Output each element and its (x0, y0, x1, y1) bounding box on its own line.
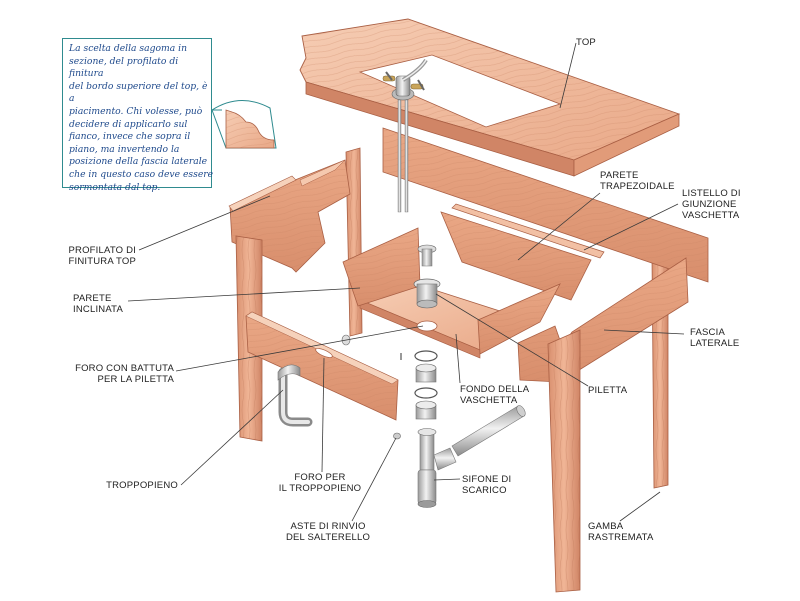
leader-gamba (619, 491, 661, 522)
note-line: piano, ma invertendo la (69, 143, 180, 155)
note-line: sezione, del profilato di finitura (69, 55, 179, 80)
top-basin-opening (358, 54, 562, 128)
leader-listello (583, 203, 679, 251)
note-line: decidere di applicarlo sul (69, 118, 188, 130)
label-parete-inclinata: PARETE INCLINATA (73, 293, 124, 315)
drain-hole (416, 320, 438, 332)
overflow-tube (277, 364, 313, 427)
leader-troppopieno (180, 389, 284, 486)
front-panel (245, 311, 399, 421)
label-sifone-scarico: SIFONE DI SCARICO (462, 474, 512, 496)
label-listello-giunzione: LISTELLO DI GIUNZIONE VASCHETTA (682, 188, 741, 221)
drain-nut (415, 363, 437, 383)
leader-fondo (455, 333, 461, 384)
leader-lines (127, 42, 685, 522)
overflow-hole (315, 348, 333, 358)
profile-section-sketch (211, 99, 277, 149)
top-panel (299, 18, 681, 177)
label-fascia-laterale: FASCIA LATERALE (690, 327, 740, 349)
basin-joint-batten (451, 203, 605, 259)
note-line: del bordo superiore del top, è a (69, 80, 208, 105)
label-aste-rinvio: ASTE DI RINVIO DEL SALTERELLO (285, 521, 371, 543)
faucet-mixer (382, 58, 428, 213)
basin-box (342, 227, 561, 359)
drain-pipe (451, 405, 526, 457)
trapezoidal-wall (440, 211, 592, 301)
leader-aste (351, 437, 397, 522)
label-top: TOP (576, 37, 596, 48)
label-foro-battuta: FORO CON BATTUTA PER LA PILETTA (75, 363, 174, 385)
leader-foro-battuta (175, 325, 424, 372)
note-line: fianco, invece che sopra il (69, 131, 191, 143)
note-line: che in questo caso deve essere (69, 168, 214, 180)
top-finishing-profile-strip (228, 175, 297, 212)
label-fondo-vaschetta: FONDO DELLA VASCHETTA (460, 384, 530, 406)
leader-parete-inclinata (127, 287, 361, 302)
note-box: La scelta della sagoma in sezione, del p… (62, 38, 214, 193)
front-right-leg (547, 329, 581, 593)
label-foro-troppopieno: FORO PER IL TROPPOPIENO (278, 472, 362, 494)
leader-piletta (435, 293, 589, 387)
note-line: posizione della fascia laterale (69, 156, 208, 168)
leader-parete-trapezoidale (517, 192, 601, 261)
label-piletta: PILETTA (588, 385, 628, 396)
label-parete-trapezoidale: PARETE TRAPEZOIDALE (600, 170, 675, 192)
label-profilato-finitura: PROFILATO DI FINITURA TOP (68, 245, 136, 267)
piletta-drain (413, 278, 441, 309)
drain-ring-2 (414, 387, 438, 399)
leader-fascia-laterale (603, 329, 685, 335)
back-rail (382, 127, 709, 283)
note-line: La scelta della sagoma in (69, 43, 187, 54)
leader-top (559, 42, 577, 109)
drain-flange-top (417, 244, 437, 267)
pop-up-rod-fitting (393, 353, 402, 440)
label-troppopieno: TROPPOPIENO (106, 480, 178, 491)
back-left-leg (345, 147, 363, 337)
drain-nut-2 (415, 400, 437, 420)
leader-foro-troppopieno (321, 357, 325, 473)
drain-gasket-ring (414, 350, 438, 362)
note-line: piacimento. Chi volesse, può (69, 105, 203, 117)
note-line: sormontata dal top. (69, 181, 161, 193)
leader-profilato (138, 195, 271, 251)
leader-sifone (433, 478, 461, 481)
label-gamba-rastremata: GAMBA RASTREMATA (588, 521, 654, 543)
siphon-trap (417, 428, 457, 508)
